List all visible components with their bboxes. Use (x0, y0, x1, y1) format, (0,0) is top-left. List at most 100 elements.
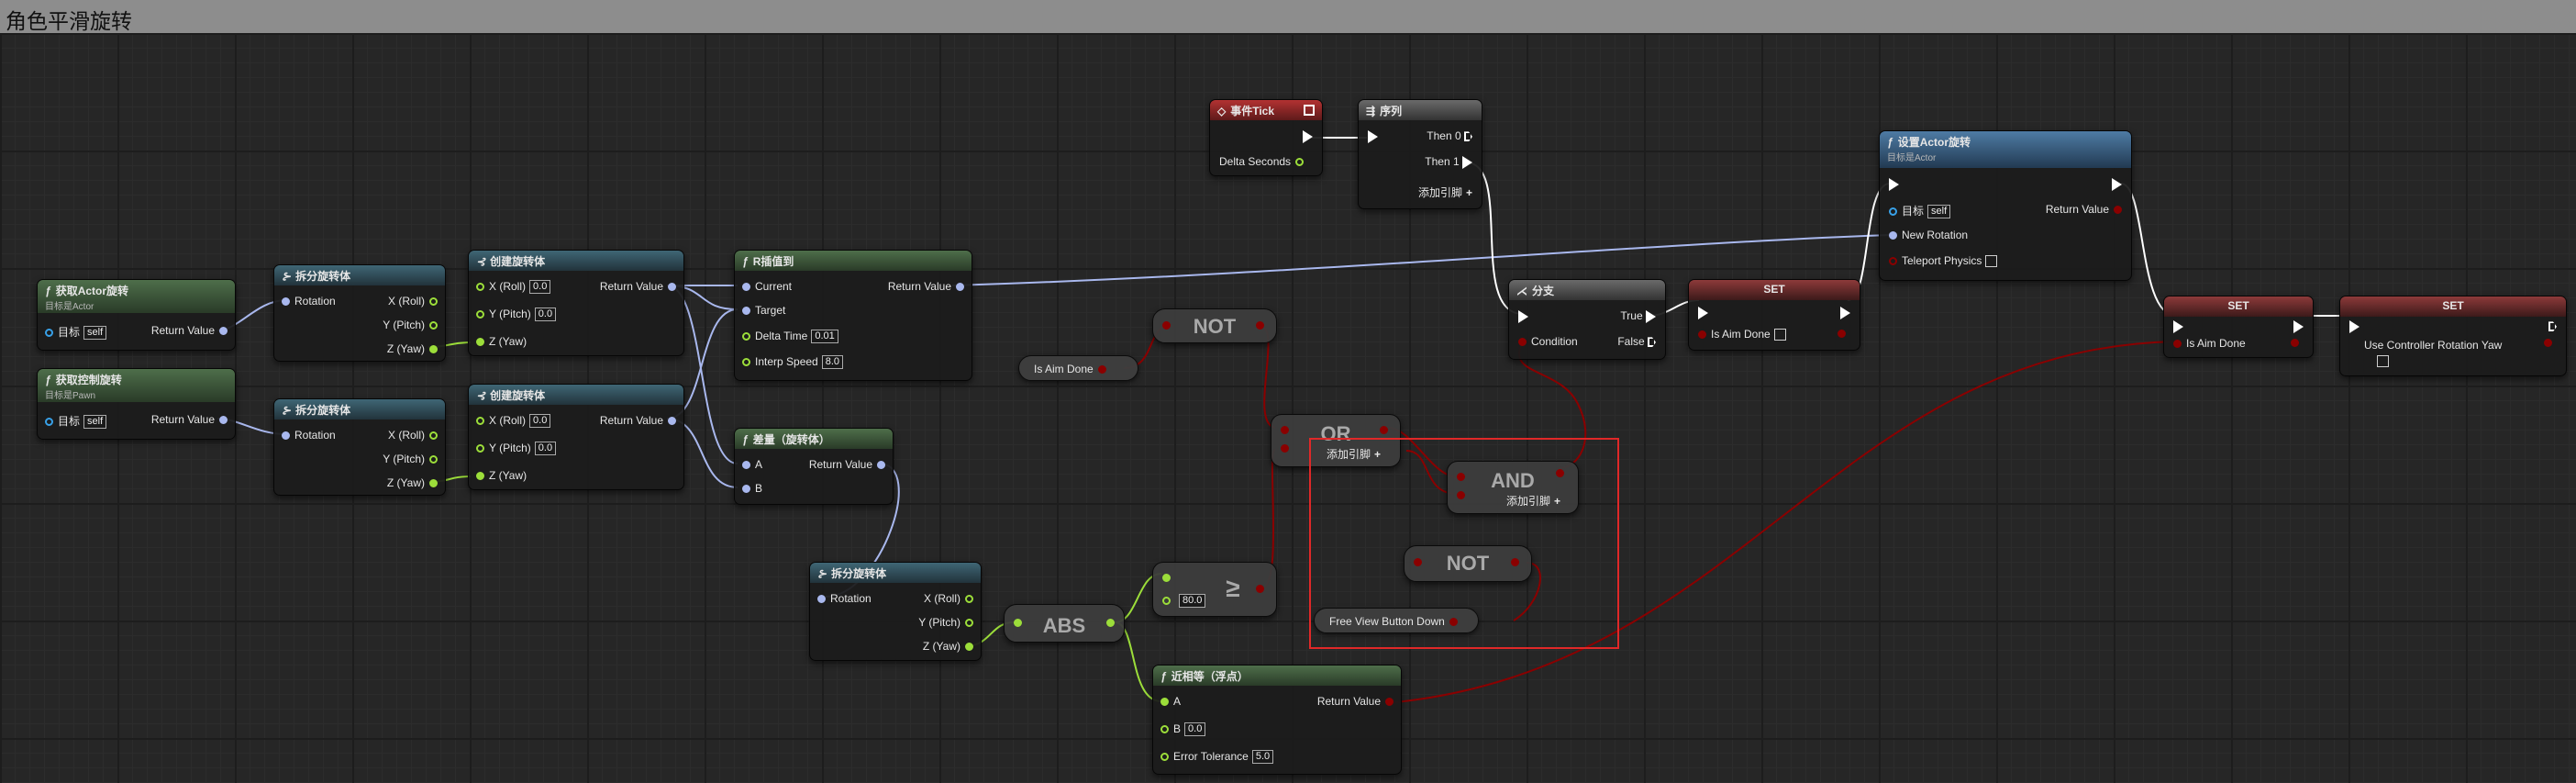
bool-pin-icon[interactable] (2291, 339, 2299, 347)
false-pin[interactable]: False (1617, 335, 1656, 348)
float-pin-icon[interactable] (429, 479, 438, 488)
exec-out-pin[interactable] (1303, 129, 1313, 143)
return-pin-row[interactable]: Return Value (600, 414, 676, 427)
bool-pin-icon[interactable] (1449, 618, 1458, 627)
bool-pin-icon[interactable] (2544, 339, 2552, 347)
return-pin-row[interactable]: Return Value (1317, 695, 1393, 708)
set-is-aim-done-node-1[interactable]: SET Is Aim Done (1688, 279, 1860, 351)
exec-pin-icon[interactable] (1368, 129, 1378, 143)
y-in-pin[interactable]: Y (Pitch)0.0 (476, 308, 557, 322)
exec-in-pin[interactable] (2349, 319, 2359, 333)
condition-pin[interactable]: Condition (1518, 335, 1578, 348)
true-pin[interactable]: True (1620, 309, 1656, 323)
a-pin[interactable]: A (742, 458, 762, 471)
bool-pin-icon[interactable] (1281, 444, 1289, 453)
rotator-pin-icon[interactable] (282, 297, 290, 307)
rotator-pin-icon[interactable] (668, 283, 676, 292)
target-value-field[interactable]: self (83, 415, 107, 430)
exec-pin-icon[interactable] (2112, 177, 2122, 191)
exec-in-pin[interactable] (2173, 319, 2183, 333)
float-pin-icon[interactable] (1160, 698, 1169, 707)
rotation-in-pin[interactable]: Rotation (817, 592, 872, 605)
exec-in-pin[interactable] (1889, 177, 1899, 191)
float-pin-icon[interactable] (429, 297, 438, 307)
exec-pin-icon[interactable] (1464, 131, 1472, 142)
and-node[interactable]: AND 添加引脚+ (1447, 461, 1579, 514)
float-pin-icon[interactable] (1295, 158, 1305, 167)
rotator-pin-icon[interactable] (1889, 231, 1897, 240)
abs-node[interactable]: ABS (1004, 604, 1125, 643)
y-out-pin[interactable]: Y (Pitch) (383, 319, 438, 331)
exec-out-pin[interactable] (2112, 177, 2122, 191)
bool-pin-icon[interactable] (1457, 473, 1465, 481)
float-pin-icon[interactable] (1160, 725, 1169, 734)
float-pin-icon[interactable] (1014, 619, 1022, 627)
rotator-pin-icon[interactable] (742, 485, 750, 494)
rotator-pin-icon[interactable] (817, 595, 826, 604)
make-rotator-node-1[interactable]: ⊰创建旋转体 X (Roll)0.0 Y (Pitch)0.0 Z (Yaw) … (468, 250, 684, 356)
rotator-pin-icon[interactable] (742, 283, 750, 292)
float-pin-icon[interactable] (476, 472, 484, 481)
bool-pin-icon[interactable] (1457, 491, 1465, 499)
rotation-in-pin[interactable]: Rotation (282, 429, 336, 442)
bool-pin-icon[interactable] (1838, 330, 1846, 338)
object-pin-icon[interactable] (45, 329, 53, 338)
y-out-pin[interactable]: Y (Pitch) (918, 616, 973, 629)
rotator-pin-icon[interactable] (668, 417, 676, 426)
float-pin-icon[interactable] (429, 431, 438, 441)
float-pin-icon[interactable] (965, 643, 973, 652)
z-in-pin[interactable]: Z (Yaw) (476, 469, 527, 482)
float-pin-icon[interactable] (476, 283, 484, 292)
return-pin-row[interactable]: Return Value (151, 324, 228, 337)
x-value-field[interactable]: 0.0 (529, 280, 551, 295)
is-aim-done-getter[interactable]: Is Aim Done (1018, 355, 1138, 381)
y-out-pin[interactable]: Y (Pitch) (383, 453, 438, 465)
greater-equal-node[interactable]: 80.0 ≥ (1152, 562, 1277, 617)
make-rotator-node-2[interactable]: ⊰创建旋转体 X (Roll)0.0 Y (Pitch)0.0 Z (Yaw) … (468, 384, 684, 490)
float-pin-icon[interactable] (1106, 619, 1115, 627)
not-node-1[interactable]: NOT (1152, 308, 1277, 343)
exec-pin-icon[interactable] (2349, 319, 2359, 333)
b-pin[interactable]: B (742, 482, 762, 495)
exec-in-pin[interactable] (1698, 306, 1708, 319)
exec-pin-icon[interactable] (2293, 319, 2304, 333)
target-pin[interactable]: Target (742, 304, 785, 317)
use-controller-yaw-pin[interactable]: Use Controller Rotation Yaw (2364, 339, 2503, 352)
exec-pin-icon[interactable] (1698, 306, 1708, 319)
rotation-in-pin[interactable]: Rotation (282, 295, 336, 308)
target-value-field[interactable]: self (83, 326, 107, 341)
delta-seconds-pin[interactable]: Delta Seconds (1219, 155, 1305, 168)
b-pin-row[interactable]: 80.0 (1162, 594, 1206, 608)
y-value-field[interactable]: 0.0 (534, 308, 557, 322)
z-out-pin[interactable]: Z (Yaw) (387, 476, 438, 489)
rotator-pin-icon[interactable] (219, 327, 228, 336)
bool-pin-icon[interactable] (1256, 321, 1264, 330)
target-value-field[interactable]: self (1927, 205, 1951, 219)
delegate-pin-icon[interactable] (1304, 105, 1315, 116)
delta-time-field[interactable]: 0.01 (811, 330, 838, 344)
exec-pin-icon[interactable] (2548, 321, 2557, 332)
bool-pin-icon[interactable] (1889, 257, 1897, 266)
bool-pin-icon[interactable] (1414, 558, 1422, 566)
x-in-pin[interactable]: X (Roll)0.0 (476, 414, 551, 429)
return-pin-row[interactable]: Return Value (888, 280, 964, 293)
bool-pin-icon[interactable] (1256, 585, 1264, 593)
then0-pin[interactable]: Then 0 (1427, 129, 1472, 142)
z-out-pin[interactable]: Z (Yaw) (387, 342, 438, 355)
y-value-field[interactable]: 0.0 (534, 442, 557, 456)
is-aim-done-pin[interactable]: Is Aim Done (1698, 328, 1786, 341)
bool-pin-icon[interactable] (1556, 469, 1564, 477)
a-pin[interactable]: A (1160, 695, 1181, 708)
float-pin-icon[interactable] (965, 619, 973, 628)
return-pin-row[interactable]: Return Value (600, 280, 676, 293)
object-pin-icon[interactable] (45, 418, 53, 427)
teleport-physics-pin[interactable]: Teleport Physics (1889, 254, 1998, 268)
exec-pin-icon[interactable] (1518, 309, 1528, 323)
